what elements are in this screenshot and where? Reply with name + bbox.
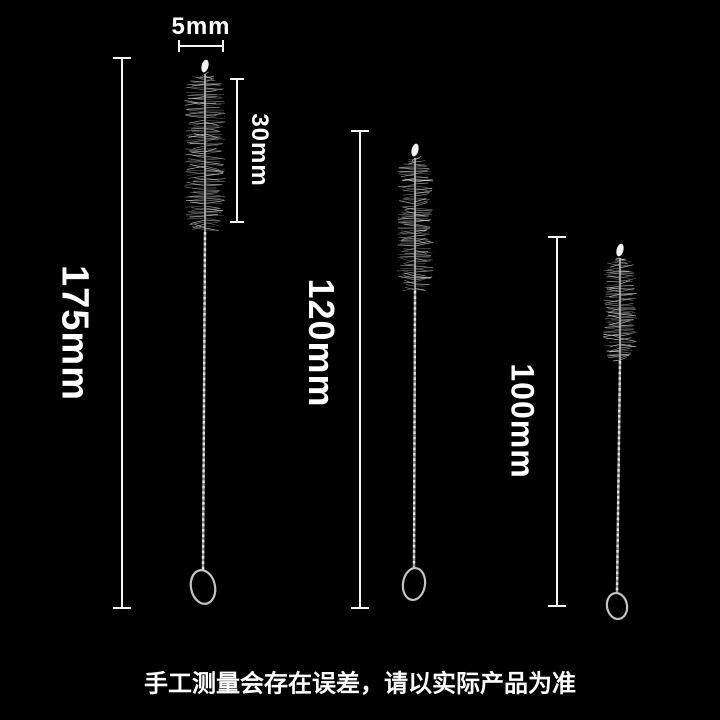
disclaimer-text: 手工测量会存在误差，请以实际产品为准 bbox=[144, 670, 576, 698]
label-brush-medium-length: 120mm bbox=[301, 278, 342, 408]
brush-medium-120mm bbox=[396, 143, 434, 602]
dimension-line-5mm bbox=[178, 40, 224, 52]
dimension-line-175mm bbox=[113, 57, 131, 609]
label-brush-small-length: 100mm bbox=[504, 363, 541, 479]
dimension-line-120mm bbox=[351, 130, 369, 609]
dimension-line-100mm bbox=[548, 236, 566, 607]
brush-large-175mm bbox=[184, 59, 226, 605]
label-bristle-length: 30mm bbox=[246, 113, 273, 187]
label-tip-width: 5mm bbox=[171, 13, 231, 40]
brush-small-100mm bbox=[602, 243, 638, 621]
dimension-line-30mm bbox=[230, 78, 244, 223]
label-brush-large-length: 175mm bbox=[53, 265, 96, 401]
